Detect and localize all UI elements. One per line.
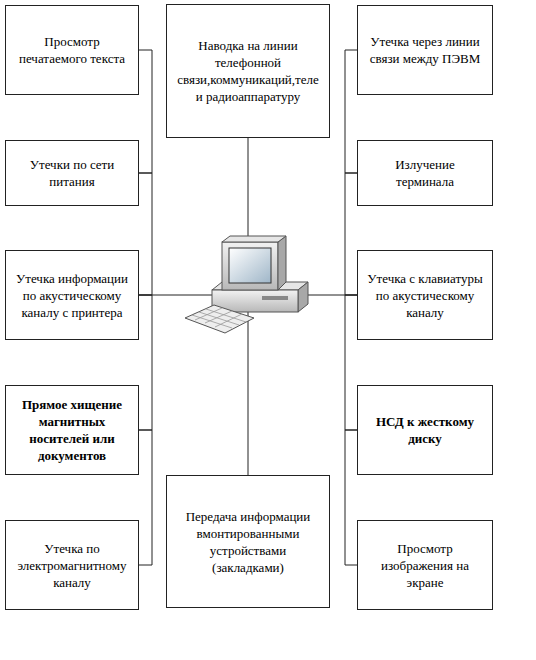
leak-channel-box: Наводка на линии телефонной связи,коммун… (166, 4, 330, 138)
connector-line (345, 50, 357, 173)
drive-slot (262, 296, 288, 300)
leak-channel-box: Утечки по сети питания (5, 140, 139, 206)
monitor-top (222, 236, 286, 242)
box-text: Прямое хищение магнитных носителей или д… (14, 396, 130, 464)
box-text: Просмотр печатаемого текста (14, 33, 130, 67)
box-text: Наводка на линии телефонной связи,коммун… (175, 37, 321, 105)
leak-channel-box: Просмотр печатаемого текста (5, 5, 139, 95)
connector-line (345, 295, 357, 430)
connector-line (139, 173, 152, 295)
keyboard (185, 305, 254, 333)
box-text: Утечка информации по акустическому канал… (14, 270, 130, 321)
keyboard-keys (192, 308, 246, 328)
box-text: Просмотр изображения на экране (366, 540, 484, 591)
leak-channel-box: Утечка по электромагнитному каналу (5, 520, 139, 610)
monitor-screen (229, 248, 271, 283)
leak-channel-box: Излучение терминала (357, 140, 493, 206)
leak-channel-box: Передача информации вмонтированными устр… (166, 475, 330, 608)
connector-line (345, 430, 357, 565)
leak-channel-box: Утечка через линии связи между ПЭВМ (357, 5, 493, 95)
box-text: Утечка по электромагнитному каналу (14, 540, 130, 591)
leak-channel-box: НСД к жесткому диску (357, 385, 493, 475)
leak-channel-box: Просмотр изображения на экране (357, 520, 493, 610)
box-text: Передача информации вмонтированными устр… (175, 508, 321, 576)
connector-line (139, 295, 152, 430)
connector-line (139, 50, 152, 173)
leak-channel-box: Утечка информации по акустическому канал… (5, 250, 139, 340)
connector-line (345, 173, 357, 295)
box-text: НСД к жесткому диску (366, 413, 484, 447)
box-text: Излучение терминала (366, 156, 484, 190)
leak-channel-box: Утечка с клавиатуры по акустическому кан… (357, 250, 493, 340)
monitor-side (278, 236, 286, 290)
case-side (298, 282, 308, 312)
box-text: Утечка с клавиатуры по акустическому кан… (366, 270, 484, 321)
connector-line (139, 430, 152, 565)
box-text: Утечки по сети питания (14, 156, 130, 190)
leak-channel-box: Прямое хищение магнитных носителей или д… (5, 385, 139, 475)
box-text: Утечка через линии связи между ПЭВМ (366, 33, 484, 67)
monitor-body (222, 242, 278, 290)
